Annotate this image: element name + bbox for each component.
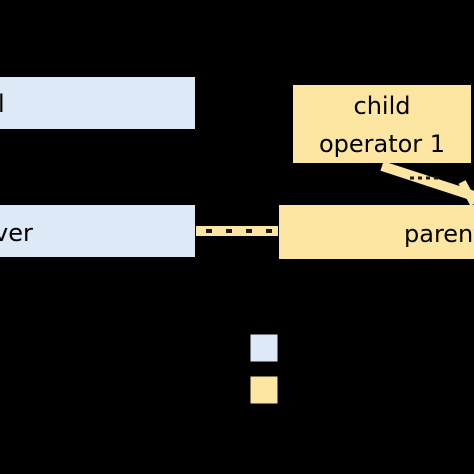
- child-operator-node-box: [291, 83, 473, 165]
- legend-blue-swatch: [249, 333, 279, 363]
- top-left-node-label: l: [0, 90, 5, 118]
- middle-left-node-label: ver: [0, 219, 33, 247]
- top-left-node-box: [0, 75, 197, 131]
- child-operator-node: child operator 1: [291, 83, 473, 165]
- diagonal-connector-base: [380, 161, 474, 201]
- diagonal-connector: [380, 161, 474, 206]
- legend: [249, 333, 279, 405]
- child-operator-line2: operator 1: [319, 130, 445, 158]
- middle-left-node: ver: [0, 203, 197, 259]
- legend-yellow-swatch: [249, 375, 279, 405]
- child-operator-line1: child: [354, 92, 411, 120]
- diagonal-connector-tail: [458, 180, 474, 206]
- parent-node-label: parent: [404, 220, 474, 248]
- parent-node: parent: [277, 203, 474, 261]
- parent-node-box: [277, 203, 474, 261]
- top-left-node: l: [0, 75, 197, 131]
